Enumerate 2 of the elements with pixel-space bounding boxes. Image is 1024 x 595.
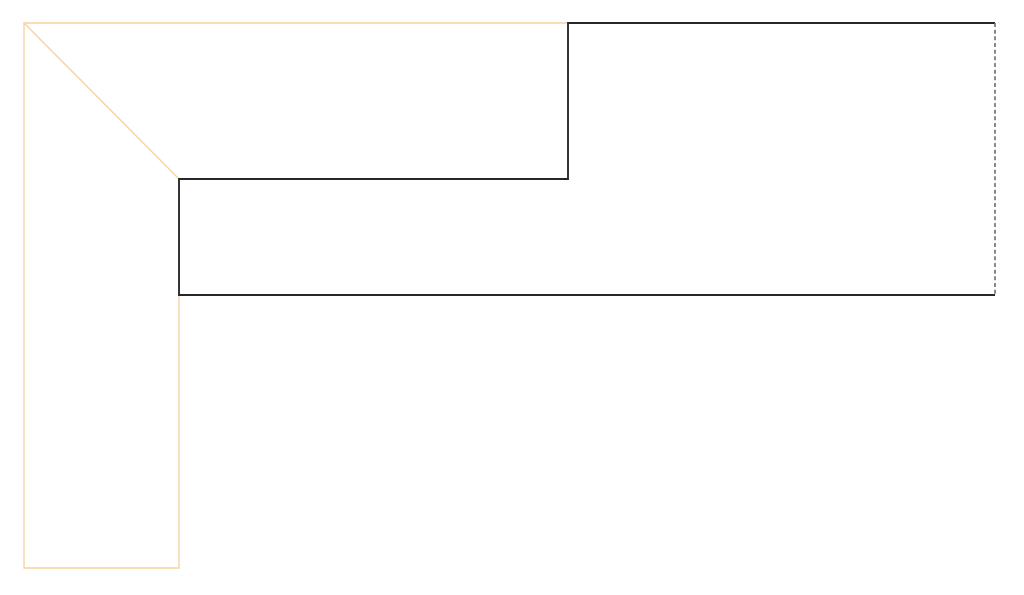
plan-outline	[178, 22, 996, 296]
plan-outline	[23, 22, 569, 569]
